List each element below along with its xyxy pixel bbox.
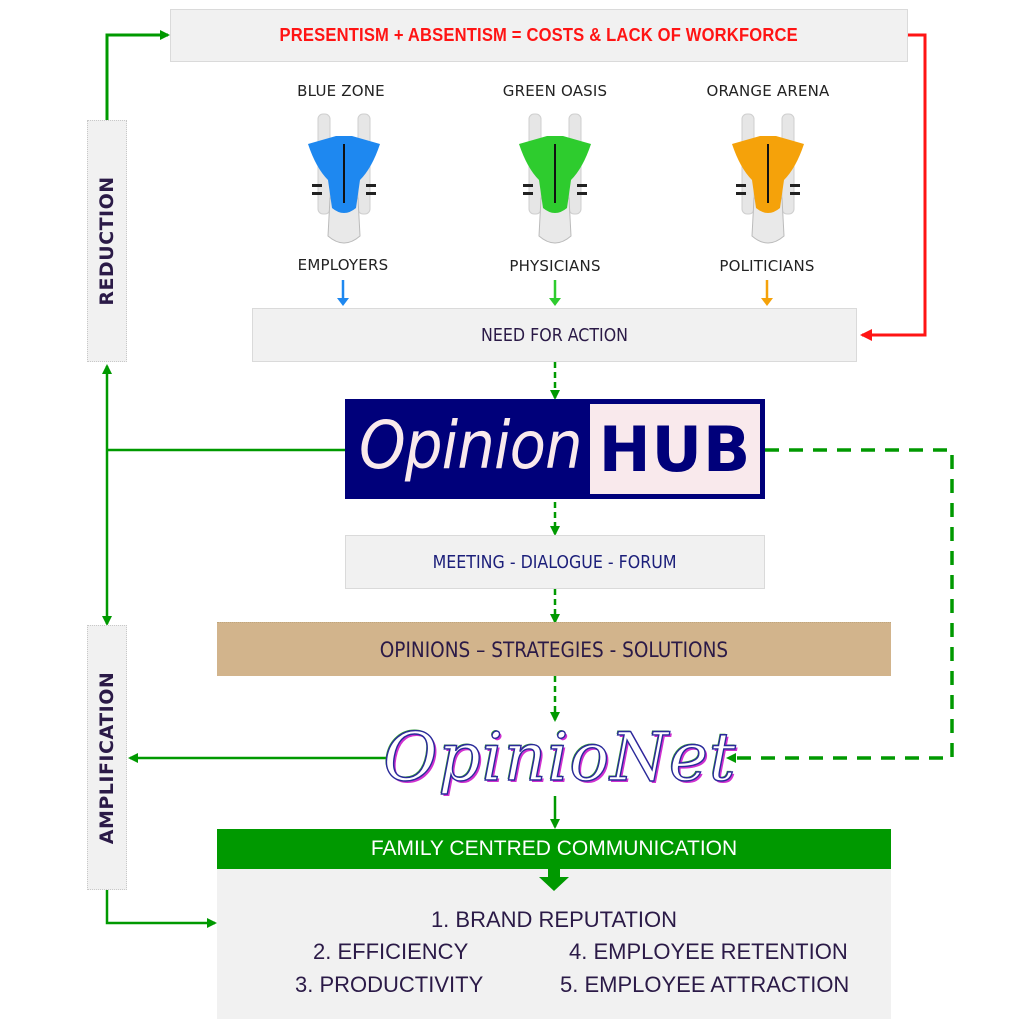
arrow-politicians-head (761, 298, 773, 306)
opinion-hub-logo-opinion: Opinion (359, 407, 583, 484)
problem-text: PRESENTISM + ABSENTISM = COSTS & LACK OF… (279, 25, 799, 45)
arrow-down-icon (539, 869, 569, 891)
arrow-problem-to-need (860, 33, 927, 341)
opinionet-logo-text: OpinioNet (383, 718, 737, 796)
reduction-box: REDUCTION (87, 120, 127, 362)
need-for-action-text: NEED FOR ACTION (480, 324, 628, 346)
space-shuttle-icon-blue (308, 113, 380, 244)
amplification-box: AMPLIFICATION (87, 625, 127, 890)
benefit-item: 3. PRODUCTIVITY (295, 972, 484, 997)
benefit-item: 4. EMPLOYEE RETENTION (569, 939, 848, 964)
problem-box: PRESENTISM + ABSENTISM = COSTS & LACK OF… (170, 9, 908, 62)
zone-label-blue: BLUE ZONE (297, 82, 385, 100)
benefit-item: 2. EFFICIENCY (313, 939, 469, 964)
need-for-action-box: NEED FOR ACTION (252, 308, 857, 362)
group-label-politicians: POLITICIANS (719, 257, 815, 275)
group-label-employers: EMPLOYERS (297, 256, 389, 274)
opinion-hub-logo-hub: HUB (598, 412, 752, 486)
opinion-hub-logo: Opinion HUB (345, 399, 765, 499)
benefits-box: 1. BRAND REPUTATION 2. EFFICIENCY 3. PRO… (217, 869, 891, 1019)
amplification-label: AMPLIFICATION (96, 671, 118, 844)
arrow-physicians-head (549, 298, 561, 306)
zone-label-orange: ORANGE ARENA (706, 82, 830, 100)
opinions-strategies-solutions-box: OPINIONS – STRATEGIES - SOLUTIONS (217, 622, 891, 676)
arrow-hub-to-opinionet-dashed (726, 448, 954, 763)
group-label-physicians: PHYSICIANS (509, 257, 601, 275)
space-shuttle-icon-orange (732, 113, 804, 244)
reduction-label: REDUCTION (96, 176, 118, 306)
zone-label-green: GREEN OASIS (502, 82, 608, 100)
arrow-amplification-to-benefits (105, 890, 217, 928)
family-centred-communication-header: FAMILY CENTRED COMMUNICATION (217, 829, 891, 869)
benefit-item: 5. EMPLOYEE ATTRACTION (560, 972, 850, 997)
arrow-reduction-to-problem (105, 30, 170, 120)
meeting-dialogue-forum-box: MEETING - DIALOGUE - FORUM (345, 535, 765, 589)
space-shuttle-icon-green (519, 113, 591, 244)
opinions-strategies-solutions-text: OPINIONS – STRATEGIES - SOLUTIONS (379, 637, 729, 662)
meeting-dialogue-forum-text: MEETING - DIALOGUE - FORUM (433, 551, 677, 573)
family-centred-communication-text: FAMILY CENTRED COMMUNICATION (370, 837, 738, 860)
arrow-employers-head (337, 298, 349, 306)
opinion-hub-logo-hub-box: HUB (590, 404, 760, 494)
opinionet-logo: OpinioNet (383, 715, 737, 800)
benefit-item: 1. BRAND REPUTATION (430, 907, 678, 932)
